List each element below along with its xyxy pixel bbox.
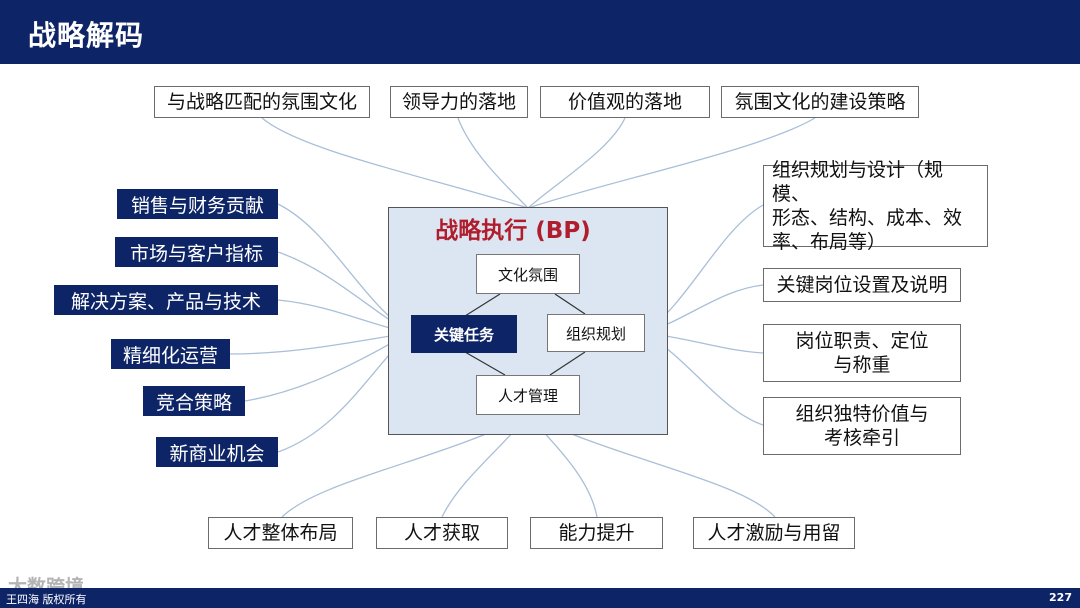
copyright-text: 王四海 版权所有 bbox=[6, 593, 87, 606]
footer-bar: 王四海 版权所有 227 bbox=[0, 588, 1080, 608]
right-box-1-line-3: 率、布局等） bbox=[772, 231, 887, 253]
right-box-1-line-2: 形态、结构、成本、效 bbox=[772, 207, 963, 229]
bottom-box-2: 人才获取 bbox=[376, 517, 508, 549]
header-bar: 战略解码 bbox=[0, 0, 1080, 64]
bottom-box-1: 人才整体布局 bbox=[208, 517, 353, 549]
left-box-6: 新商业机会 bbox=[156, 437, 278, 467]
bottom-box-4: 人才激励与用留 bbox=[693, 517, 855, 549]
top-box-3: 价值观的落地 bbox=[540, 86, 710, 118]
center-node-culture: 文化氛围 bbox=[476, 254, 580, 294]
left-box-2: 市场与客户指标 bbox=[115, 237, 278, 267]
top-box-4: 氛围文化的建设策略 bbox=[721, 86, 919, 118]
center-node-org-planning: 组织规划 bbox=[547, 314, 645, 352]
right-box-3: 岗位职责、定位 与称重 bbox=[763, 324, 961, 382]
left-box-4: 精细化运营 bbox=[111, 339, 230, 369]
page-title: 战略解码 bbox=[28, 19, 145, 52]
page-number: 227 bbox=[1049, 591, 1072, 604]
center-title: 战略执行 (BP) bbox=[435, 218, 591, 244]
right-box-4-line-1: 组织独特价值与 bbox=[795, 403, 929, 425]
right-box-1-line-1: 组织规划与设计（规模、 bbox=[772, 159, 944, 205]
right-box-2: 关键岗位设置及说明 bbox=[763, 268, 961, 302]
center-node-key-task: 关键任务 bbox=[411, 315, 517, 353]
top-box-1: 与战略匹配的氛围文化 bbox=[154, 86, 370, 118]
link-top-2 bbox=[457, 117, 529, 209]
link-top-3 bbox=[527, 117, 626, 209]
left-box-1: 销售与财务贡献 bbox=[117, 189, 278, 219]
right-box-3-line-2: 与称重 bbox=[833, 354, 891, 376]
center-node-talent: 人才管理 bbox=[476, 375, 580, 415]
left-box-3: 解决方案、产品与技术 bbox=[54, 285, 278, 315]
right-box-4-line-2: 考核牵引 bbox=[823, 427, 900, 449]
bottom-box-3: 能力提升 bbox=[530, 517, 663, 549]
right-box-3-line-1: 岗位职责、定位 bbox=[795, 330, 929, 352]
top-box-2: 领导力的落地 bbox=[390, 86, 528, 118]
link-top-4 bbox=[527, 117, 816, 209]
left-box-5: 竞合策略 bbox=[143, 386, 245, 416]
link-top-1 bbox=[261, 117, 529, 209]
right-box-4: 组织独特价值与 考核牵引 bbox=[763, 397, 961, 455]
right-box-1: 组织规划与设计（规模、 形态、结构、成本、效 率、布局等） bbox=[763, 159, 988, 253]
